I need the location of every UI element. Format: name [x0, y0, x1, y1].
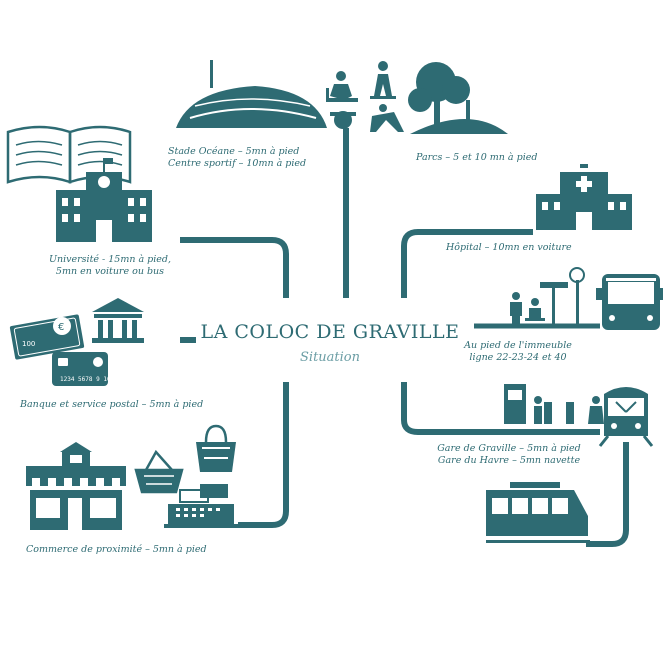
- credit-card-icon: 1234 5678 9 100: [52, 352, 115, 386]
- shop-icon: [26, 442, 126, 530]
- tree-icon: [408, 62, 508, 134]
- label-gare: Gare de Graville – 5mn à pied Gare du Ha…: [424, 443, 594, 467]
- label-hopital: Hôpital – 10mn en voiture: [446, 242, 572, 254]
- label-gare-line1: Gare de Graville – 5mn à pied: [437, 443, 581, 454]
- label-commerce-line1: Commerce de proximité – 5mn à pied: [26, 544, 207, 555]
- label-banque-line1: Banque et service postal – 5mn à pied: [20, 399, 204, 410]
- stadium-icon: [176, 60, 327, 128]
- label-parcs: Parcs – 5 et 10 mn à pied: [416, 152, 537, 164]
- label-gare-line2: Gare du Havre – 5mn navette: [437, 455, 581, 466]
- basket-icon: [134, 449, 184, 494]
- cash-register-icon: [164, 484, 238, 528]
- label-bus-line2: ligne 22-23-24 et 40: [469, 352, 567, 363]
- book-icon: [6, 125, 132, 184]
- tram-icon: [486, 482, 590, 543]
- connector-gare: [401, 382, 600, 435]
- diagram-title: LA COLOC DE GRAVILLE: [200, 321, 460, 343]
- label-parcs-line1: Parcs – 5 et 10 mn à pied: [416, 152, 538, 163]
- label-stade-line1: Stade Océane – 5mn à pied: [168, 146, 300, 157]
- hospital-icon: [536, 164, 632, 230]
- label-stade-line2: Centre sportif – 10mn à pied: [168, 158, 307, 169]
- svg-text:1234 5678 9 100: 1234 5678 9 100: [60, 376, 115, 383]
- connector-tram: [586, 442, 629, 547]
- label-universite-line2: 5mn en voiture ou bus: [55, 266, 165, 277]
- train-icon: [598, 387, 654, 447]
- connector-commerce: [238, 382, 289, 528]
- svg-text:€: €: [58, 322, 64, 333]
- connector-hopital: [401, 229, 533, 298]
- connector-universite: [180, 237, 289, 298]
- label-stade: Stade Océane – 5mn à pied Centre sportif…: [168, 146, 306, 170]
- label-bus-line1: Au pied de l'immeuble: [464, 340, 572, 351]
- sports-icon: [326, 61, 404, 132]
- train-station-icon: [504, 384, 604, 424]
- label-banque: Banque et service postal – 5mn à pied: [20, 399, 203, 411]
- label-universite-line1: Université - 15mn à pied,: [48, 254, 172, 265]
- label-universite: Université - 15mn à pied, 5mn en voiture…: [20, 254, 200, 278]
- diagram-subtitle: Situation: [300, 350, 360, 365]
- bus-icon: [596, 274, 663, 330]
- label-hopital-line1: Hôpital – 10mn en voiture: [446, 242, 572, 253]
- banknote-icon: € 100: [9, 314, 85, 360]
- university-building-icon: [56, 158, 152, 242]
- label-commerce: Commerce de proximité – 5mn à pied: [26, 544, 207, 556]
- banknote-value: 100: [22, 340, 35, 348]
- label-bus: Au pied de l'immeuble ligne 22-23-24 et …: [448, 340, 588, 364]
- shopping-bag-icon: [196, 424, 236, 472]
- bus-stop-icon: [510, 267, 585, 326]
- bank-icon: [92, 298, 144, 343]
